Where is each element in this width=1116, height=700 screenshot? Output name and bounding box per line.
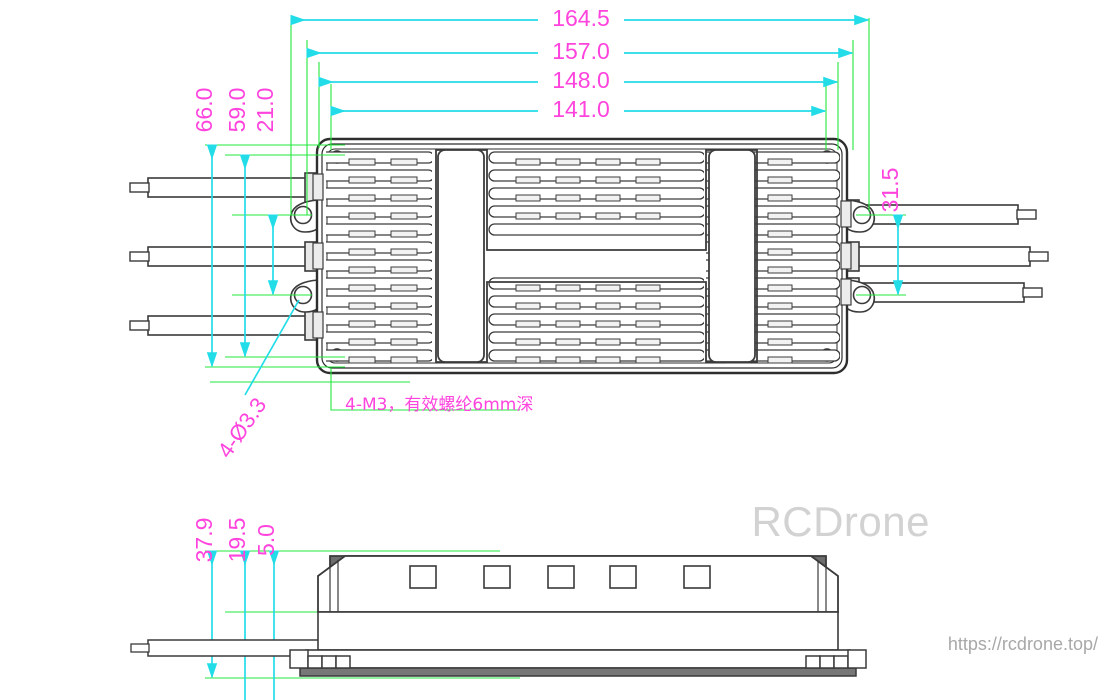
fin-bank-left xyxy=(326,151,432,364)
fin-bank-middle xyxy=(488,151,704,364)
label-5-0: 5.0 xyxy=(253,524,279,556)
url-watermark: https://rcdrone.top/ xyxy=(947,634,1098,654)
label-31-5: 31.5 xyxy=(877,168,903,213)
label-148-0: 148.0 xyxy=(552,67,610,93)
housing-side-ribs xyxy=(312,173,852,339)
right-cable-1 xyxy=(843,204,1037,225)
label-21-0: 21.0 xyxy=(252,88,278,133)
left-cable-2 xyxy=(129,246,321,267)
top-view-geometry xyxy=(129,137,1049,375)
note-thread: 4-M3，有效螺纶6mm深 xyxy=(345,395,533,415)
brand-watermark: RCDrone xyxy=(751,498,930,545)
side-mounting-feet xyxy=(289,649,867,669)
side-base-shadow xyxy=(299,667,857,677)
side-mid-band xyxy=(317,611,839,651)
side-view-geometry xyxy=(130,555,867,677)
right-cable-2 xyxy=(843,246,1049,267)
central-plateau xyxy=(435,149,758,363)
label-37-9: 37.9 xyxy=(191,518,217,563)
heatsink-fins xyxy=(326,149,840,364)
side-fin-notches xyxy=(409,565,711,589)
label-66-0: 66.0 xyxy=(191,88,217,133)
label-164-5: 164.5 xyxy=(552,5,610,31)
side-bevel-lines xyxy=(329,560,827,612)
left-cable-group xyxy=(129,172,322,341)
side-body xyxy=(317,555,839,613)
label-141-0: 141.0 xyxy=(552,96,610,122)
leader-hole-dia xyxy=(244,299,300,396)
dimension-lines xyxy=(206,14,904,700)
label-157-0: 157.0 xyxy=(552,38,610,64)
label-19-5: 19.5 xyxy=(224,518,250,563)
label-59-0: 59.0 xyxy=(224,88,250,133)
side-base-plate xyxy=(305,649,851,669)
note-hole-dia: 4-Ø3.3 xyxy=(212,393,271,462)
left-cable-3 xyxy=(129,315,321,336)
dimension-labels: 164.5 157.0 148.0 141.0 66.0 59.0 21.0 3… xyxy=(191,5,903,562)
